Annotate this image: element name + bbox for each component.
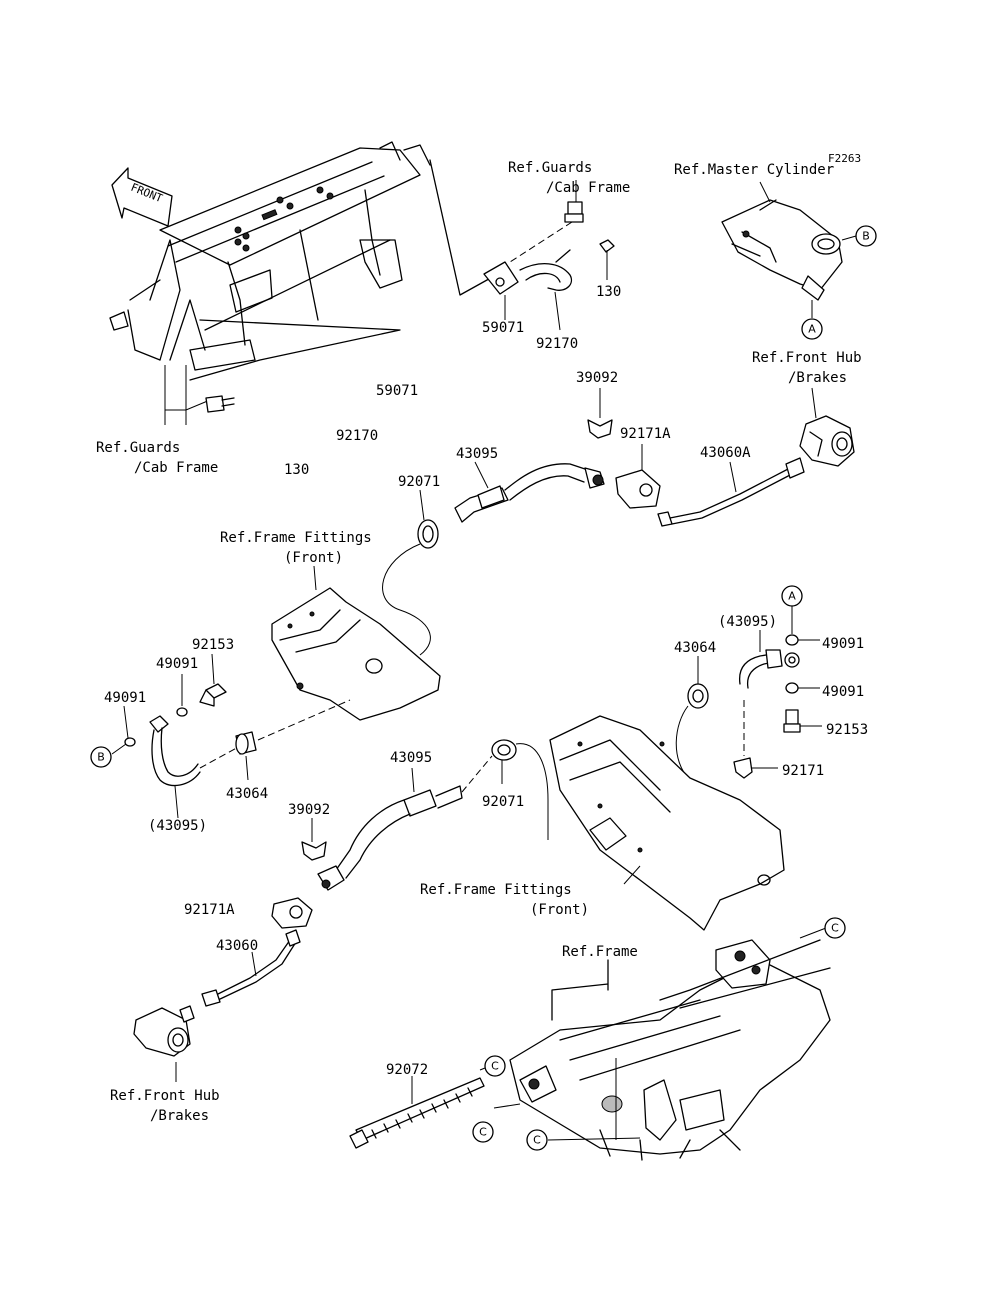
frame-fittings-left-drawing xyxy=(271,565,441,721)
part-92071-mid: 92071 xyxy=(482,794,524,810)
svg-text:C: C xyxy=(491,1060,499,1073)
callout-A-master: A xyxy=(801,318,823,340)
ref-guards-top-1: Ref.Guards xyxy=(508,160,592,176)
part-92171-right: 92171 xyxy=(782,763,824,779)
grommet-92071-top xyxy=(417,489,439,549)
frame-drawing xyxy=(509,939,831,1161)
master-cylinder-drawing xyxy=(721,181,857,318)
brake-line-43060 xyxy=(201,929,301,1007)
ref-frame-fittings-left-1: Ref.Frame Fittings xyxy=(220,530,372,546)
callout-A-right: A xyxy=(781,585,803,607)
svg-text:A: A xyxy=(808,323,816,336)
hose-43095-left xyxy=(149,715,243,819)
part-92171A-left: 92171A xyxy=(184,902,235,918)
part-49091-right-a: 49091 xyxy=(822,636,864,652)
banjo-bolt-92153-right xyxy=(783,709,822,733)
svg-text:C: C xyxy=(831,922,839,935)
callout-B-left: B xyxy=(90,746,112,768)
part-43095-top: 43095 xyxy=(456,446,498,462)
part-92171A-top: 92171A xyxy=(620,426,671,442)
clamp-59071-top xyxy=(483,261,519,295)
ref-front-hub-left-2: /Brakes xyxy=(150,1108,209,1124)
washer-49091-right-b xyxy=(785,682,820,694)
part-49091-right-b: 49091 xyxy=(822,684,864,700)
bracket-92171A-top xyxy=(615,444,661,509)
ref-front-hub-left-1: Ref.Front Hub xyxy=(110,1088,220,1104)
hose-43095-right xyxy=(738,630,783,689)
part-59071-mid: 59071 xyxy=(376,383,418,399)
ref-front-hub-right-2: /Brakes xyxy=(788,370,847,386)
callout-C-band: C xyxy=(484,1055,506,1077)
part-92153-left: 92153 xyxy=(192,637,234,653)
bolt-guard-left xyxy=(205,395,235,413)
part-92170-mid: 92170 xyxy=(336,428,378,444)
brake-line-43060A xyxy=(657,457,805,527)
grommet-43064-left xyxy=(235,731,257,781)
figure-code: F2263 xyxy=(828,152,861,165)
part-43095-paren-left: (43095) xyxy=(148,818,207,834)
ref-frame: Ref.Frame xyxy=(562,944,638,960)
callout-B-master: B xyxy=(855,225,877,247)
washer-49091-right-a xyxy=(785,604,820,646)
part-43095-paren-right: (43095) xyxy=(718,614,777,630)
callout-C-frame-bottom: C xyxy=(526,1129,548,1151)
ref-frame-fittings-left-2: (Front) xyxy=(284,550,343,566)
part-130-mid: 130 xyxy=(284,462,309,478)
hose-43095-mid xyxy=(317,767,463,891)
svg-text:B: B xyxy=(862,230,870,243)
part-92170-top: 92170 xyxy=(536,336,578,352)
svg-text:B: B xyxy=(97,751,105,764)
part-39092-mid: 39092 xyxy=(288,802,330,818)
grommet-92071-mid xyxy=(491,739,517,784)
front-arrow-icon: FRONT xyxy=(111,167,173,227)
washer-49091-left-b xyxy=(111,705,136,755)
part-92072: 92072 xyxy=(386,1062,428,1078)
bolt-top-guard xyxy=(509,201,584,263)
part-49091-left-b: 49091 xyxy=(104,690,146,706)
part-49091-left-a: 49091 xyxy=(156,656,198,672)
ref-guards-left-2: /Cab Frame xyxy=(134,460,218,476)
frame-fittings-right-drawing xyxy=(549,715,785,931)
part-43060: 43060 xyxy=(216,938,258,954)
guard-frame-drawing xyxy=(109,141,431,381)
part-43064-right: 43064 xyxy=(674,640,716,656)
svg-text:A: A xyxy=(788,590,796,603)
ref-guards-left-1: Ref.Guards xyxy=(96,440,180,456)
part-59071-top: 59071 xyxy=(482,320,524,336)
ref-frame-fittings-right-2: (Front) xyxy=(530,902,589,918)
callout-C-frame-left: C xyxy=(472,1121,494,1143)
part-39092-top: 39092 xyxy=(576,370,618,386)
nut-130-top xyxy=(599,239,615,280)
ref-guards-top-2: /Cab Frame xyxy=(546,180,630,196)
part-43060A: 43060A xyxy=(700,445,751,461)
clip-39092-mid xyxy=(301,818,327,861)
part-43095-mid: 43095 xyxy=(390,750,432,766)
bracket-92171A-left xyxy=(271,897,313,929)
clamp-92170-top xyxy=(519,249,572,291)
svg-text:C: C xyxy=(533,1134,541,1147)
front-hub-right-drawing xyxy=(799,387,855,467)
hose-43095-top xyxy=(454,461,605,523)
svg-text:C: C xyxy=(479,1126,487,1139)
front-hub-left-drawing xyxy=(133,1005,195,1082)
part-92071-top: 92071 xyxy=(398,474,440,490)
ref-frame-fittings-right-1: Ref.Frame Fittings xyxy=(420,882,572,898)
washer-49091-left-a xyxy=(176,674,188,717)
callout-C-frame-top: C xyxy=(824,917,846,939)
clip-39092-top xyxy=(587,388,613,439)
part-92153-right: 92153 xyxy=(826,722,868,738)
ref-front-hub-right-1: Ref.Front Hub xyxy=(752,350,862,366)
part-43064-left: 43064 xyxy=(226,786,268,802)
fitting-right-mid xyxy=(784,652,800,668)
banjo-bolt-92153-left xyxy=(199,653,227,707)
part-130-top: 130 xyxy=(596,284,621,300)
tie-band-92072 xyxy=(349,1065,491,1149)
ref-master-cylinder: Ref.Master Cylinder xyxy=(674,162,834,178)
grommet-43064-right xyxy=(687,656,709,709)
